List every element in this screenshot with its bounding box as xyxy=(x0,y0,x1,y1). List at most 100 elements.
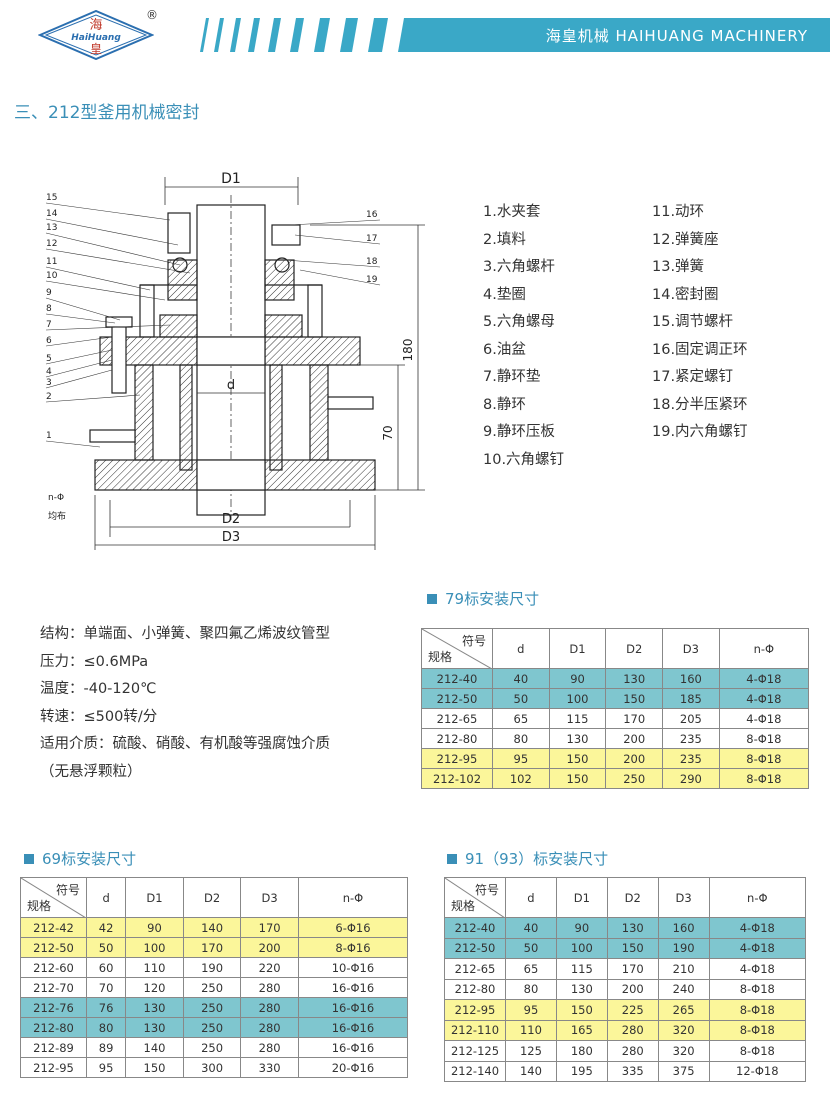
table-cell: 8-Φ18 xyxy=(718,748,810,769)
table-cell: 50 xyxy=(492,688,550,709)
label-D3: D3 xyxy=(222,530,240,545)
table-cell: 130 xyxy=(555,978,608,1000)
table-cell: 8-Φ18 xyxy=(708,1040,807,1062)
leader-label: 12 xyxy=(46,239,57,249)
part-item: 18.分半压紧环 xyxy=(652,396,748,413)
spec-item: （无悬浮颗粒） xyxy=(40,763,142,780)
header-corner-cell: 符号规格 xyxy=(444,877,506,918)
table-cell: 165 xyxy=(555,1019,608,1041)
column-header: D2 xyxy=(182,877,242,918)
column-header: D3 xyxy=(240,877,299,918)
part-item: 8.静环 xyxy=(483,396,526,413)
column-header: D1 xyxy=(125,877,184,918)
column-header: D3 xyxy=(657,877,710,918)
table-cell: 4-Φ18 xyxy=(708,937,807,959)
table-cell: 130 xyxy=(548,728,607,749)
part-item: 15.调节螺杆 xyxy=(652,314,734,330)
leader-label: 8 xyxy=(46,304,52,314)
table-91-title: 91（93）标安装尺寸 xyxy=(447,848,608,869)
table-cell: 140 xyxy=(505,1060,557,1082)
table-cell: 8-Φ16 xyxy=(297,937,409,958)
leader-label: 13 xyxy=(46,223,57,233)
part-item: 4.垫圈 xyxy=(483,286,526,303)
table-91-title-text: 91（93）标安装尺寸 xyxy=(465,850,609,868)
part-item: 16.固定调正环 xyxy=(652,341,748,358)
table-cell: 280 xyxy=(240,997,299,1018)
table-cell: 160 xyxy=(657,917,710,939)
part-item: 11.动环 xyxy=(652,204,705,220)
table-cell: 212-60 xyxy=(20,957,87,978)
leader-line xyxy=(45,248,191,274)
table-cell: 330 xyxy=(240,1057,299,1078)
registered-mark: ® xyxy=(146,8,158,22)
header-corner-cell: 符号规格 xyxy=(20,877,87,918)
table-cell: 10-Φ16 xyxy=(297,957,409,978)
table-cell: 250 xyxy=(182,1017,242,1038)
column-header: D3 xyxy=(662,628,720,669)
leader-line xyxy=(299,269,381,286)
table-cell: 250 xyxy=(605,768,664,789)
table-cell: 212-102 xyxy=(421,768,493,789)
leader-label: 10 xyxy=(46,271,58,281)
table-cell: 76 xyxy=(85,997,127,1018)
table-cell: 100 xyxy=(548,688,607,709)
table-cell: 265 xyxy=(657,999,710,1021)
table-cell: 205 xyxy=(662,708,720,729)
table-cell: 200 xyxy=(240,937,299,958)
part-item: 10.六角螺钉 xyxy=(483,451,565,468)
table-cell: 8-Φ18 xyxy=(708,1019,807,1041)
part-item: 17.紧定螺钉 xyxy=(652,369,734,385)
table-cell: 212-95 xyxy=(20,1057,87,1078)
square-bullet-icon xyxy=(24,854,34,864)
table-69-title: 69标安装尺寸 xyxy=(24,848,136,869)
part-item: 3.六角螺杆 xyxy=(483,259,555,275)
leader-label: 18 xyxy=(366,257,378,267)
leader-label: 3 xyxy=(46,378,52,388)
table-cell: 212-40 xyxy=(444,917,506,939)
part-item: 9.静环压板 xyxy=(483,424,555,440)
table-cell: 115 xyxy=(555,958,608,980)
header-banner: 海皇机械 HAIHUANG MACHINERY xyxy=(200,18,830,52)
table-cell: 80 xyxy=(492,728,550,749)
spec-item: 温度：-40-120℃ xyxy=(40,681,157,697)
table-cell: 60 xyxy=(85,957,127,978)
table-cell: 212-70 xyxy=(20,977,87,998)
table-cell: 16-Φ16 xyxy=(297,1017,409,1038)
table-cell: 50 xyxy=(85,937,127,958)
column-header: D1 xyxy=(548,628,607,669)
table-cell: 90 xyxy=(548,668,607,689)
table-cell: 95 xyxy=(492,748,550,769)
table-cell: 210 xyxy=(657,958,710,980)
table-cell: 250 xyxy=(182,997,242,1018)
column-header: d xyxy=(505,877,557,918)
table-cell: 212-110 xyxy=(444,1019,506,1041)
leader-line xyxy=(45,440,101,448)
spec-item: 适用介质：硫酸、硝酸、有机酸等强腐蚀介质 xyxy=(40,736,330,752)
table-cell: 65 xyxy=(492,708,550,729)
table-cell: 95 xyxy=(505,999,557,1021)
table-cell: 130 xyxy=(125,1017,184,1038)
table-cell: 240 xyxy=(657,978,710,1000)
spec-item: 压力：≤0.6MPa xyxy=(40,653,149,670)
leader-line xyxy=(45,394,141,403)
company-logo: 海 HaiHuang 皇 xyxy=(38,10,154,60)
table-cell: 8-Φ18 xyxy=(708,978,807,1000)
table-cell: 170 xyxy=(182,937,242,958)
leader-line xyxy=(289,219,381,226)
table-cell: 80 xyxy=(505,978,557,1000)
table-cell: 280 xyxy=(606,1019,659,1041)
column-header: d xyxy=(85,877,127,918)
table-cell: 280 xyxy=(240,1037,299,1058)
